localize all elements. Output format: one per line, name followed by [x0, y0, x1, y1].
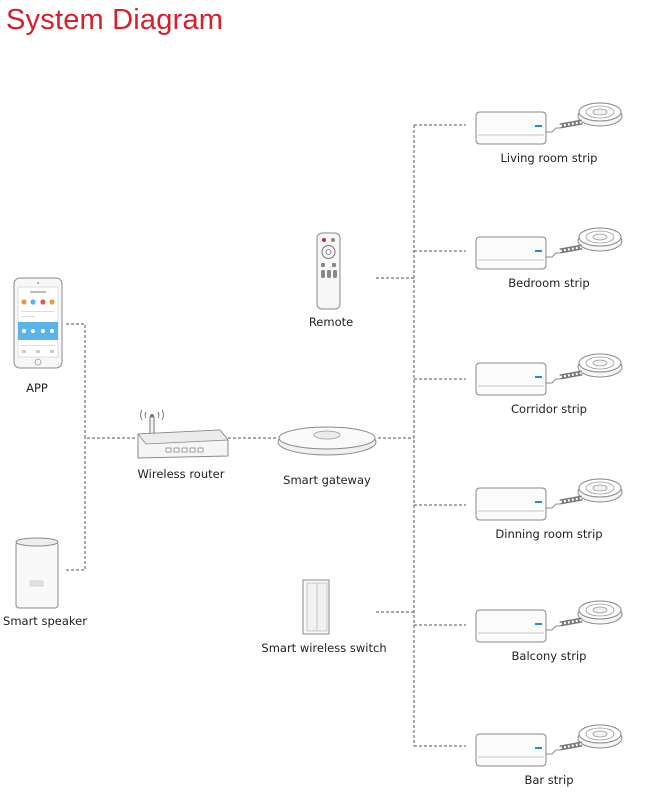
led-strip-controller-icon: [476, 354, 622, 395]
remote-label: Remote: [309, 315, 353, 329]
smart-speaker-label: Smart speaker: [3, 614, 87, 628]
app-link: [66, 323, 136, 439]
strip-label: Living room strip: [501, 151, 598, 165]
connection-lines: [66, 124, 466, 747]
app-label: APP: [26, 381, 48, 395]
strip-label: Balcony strip: [512, 649, 587, 663]
strip-label: Bar strip: [524, 773, 573, 787]
led-strip-controller-icon: [476, 479, 622, 520]
strip-label: Corridor strip: [511, 402, 587, 416]
remote-control-icon: [316, 232, 341, 310]
wall-switch-icon: [302, 579, 330, 635]
led-strip-controller-icon: [476, 601, 622, 642]
wireless-router-label: Wireless router: [138, 467, 225, 481]
diagram-title: System Diagram: [6, 4, 224, 36]
strip-label: Bedroom strip: [508, 276, 589, 290]
smart-speaker-icon: [15, 537, 59, 609]
gateway-hub-icon: [277, 426, 377, 456]
smart-wireless-switch-label: Smart wireless switch: [261, 641, 386, 655]
led-strip-controller-icon: [476, 228, 622, 269]
strip-label: Dinning room strip: [495, 527, 602, 541]
wifi-router-icon: [137, 409, 229, 459]
speaker-link: [66, 438, 86, 571]
smartphone-icon: [13, 277, 63, 369]
smart-gateway-label: Smart gateway: [283, 473, 371, 487]
led-strip-controller-icon: [476, 725, 622, 766]
led-strip-controller-icon: [476, 103, 622, 144]
